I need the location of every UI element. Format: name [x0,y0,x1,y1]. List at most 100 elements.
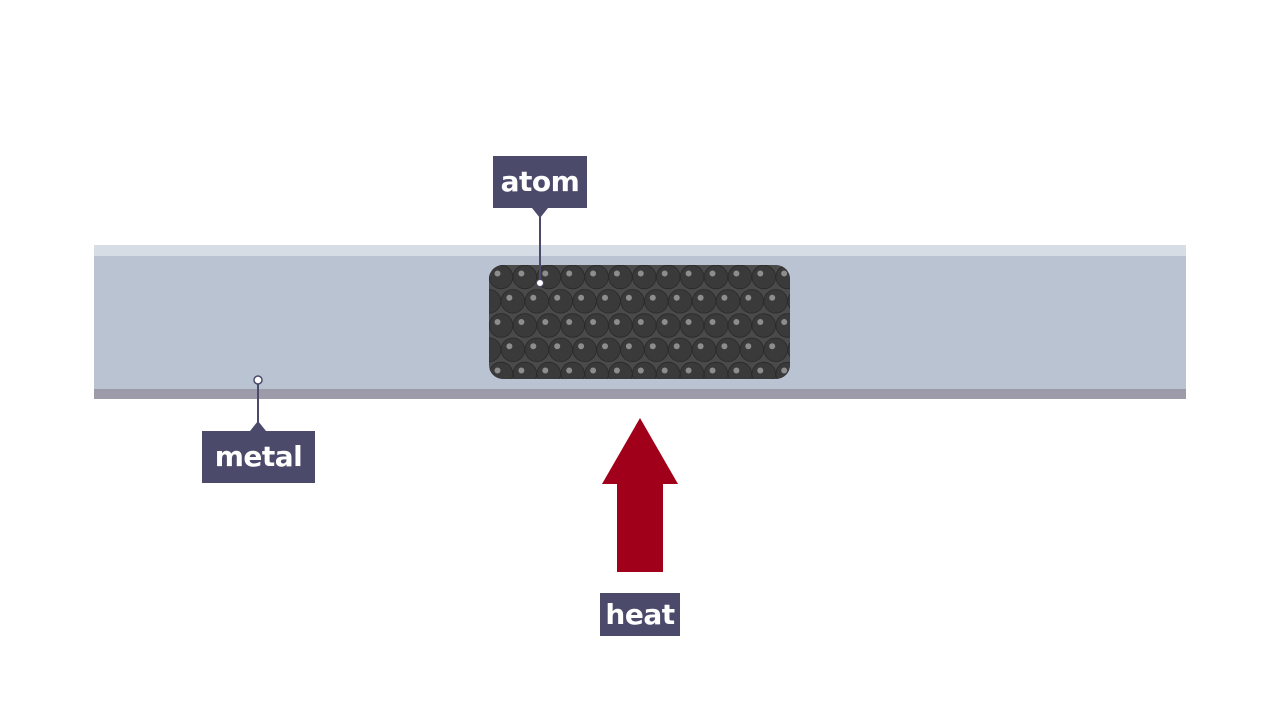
atom [751,265,777,290]
atom-highlight [542,367,549,374]
atom [572,289,597,314]
atom-highlight [721,343,728,350]
atom [703,265,729,290]
atom-label: atom [493,156,587,208]
metal-bar-bottom-edge [94,389,1186,399]
atom-highlight [542,270,549,277]
atom [691,289,717,314]
atom [512,265,538,290]
atom [703,313,729,338]
heat-arrow [602,418,678,572]
atom-highlight [733,319,740,325]
atom-highlight [697,343,704,350]
atom-highlight [494,319,501,325]
atom-highlight [566,319,573,325]
atom [489,313,514,338]
atom [632,313,657,338]
atom-highlight [578,294,585,301]
atom [560,313,585,338]
atom-highlight [781,367,788,374]
atom [608,313,633,338]
atom-highlight [554,343,561,350]
atom-highlight [685,270,692,277]
atom-highlight [518,319,525,325]
atom-highlight [745,343,752,350]
atom-highlight [661,367,668,374]
atom-highlight [530,343,537,350]
atom [775,313,790,338]
atom-highlight [602,343,608,350]
atom [620,337,645,363]
atom-highlight [781,319,788,325]
atom-highlight [518,367,525,374]
atom-highlight [613,270,620,277]
atom [787,289,790,314]
atom-highlight [494,367,501,374]
atom-highlight [625,294,632,301]
atom-highlight [578,343,585,350]
atom-highlight [661,319,668,325]
atom-highlight [590,319,597,325]
atom-label-tail [532,208,548,218]
atom-pointer-dot [536,279,544,287]
atom [524,337,550,363]
atom [656,313,681,338]
atom-highlight [637,319,644,325]
metal-bar-top-edge [94,245,1186,256]
atom-highlight [721,294,728,301]
atom [596,337,621,363]
atom [644,289,669,314]
atom [727,313,753,338]
atom [787,337,790,363]
atom-highlight [757,319,764,325]
atom [715,337,741,363]
atom-highlight [518,270,525,277]
atom-highlight [637,270,644,277]
atom-lattice [489,265,790,379]
atom-highlight [709,270,716,277]
atom-highlight [661,270,668,277]
heat-label: heat [600,593,680,636]
atom [668,337,693,363]
atom [739,289,765,314]
atom-highlight [685,319,692,325]
atom [620,289,645,314]
atom [739,337,765,363]
atom [548,289,573,314]
atom-highlight [697,294,704,301]
atom-highlight [709,319,716,325]
atom-highlight [733,270,740,277]
atom [536,313,562,338]
atom [584,265,609,290]
atom [727,265,753,290]
atom [584,313,609,338]
atom [679,313,705,338]
atom-highlight [709,367,716,374]
atom [751,313,777,338]
metal-pointer-dot [253,375,263,385]
atom [548,337,573,363]
atom-highlight [781,270,788,277]
atom-highlight [554,294,561,301]
atom-highlight [649,343,656,350]
atom-highlight [494,270,501,277]
atom-highlight [673,343,680,350]
atom-highlight [613,367,620,374]
atom-highlight [637,367,644,374]
atom-highlight [685,367,692,374]
atom [656,265,681,290]
atom [679,265,705,290]
atom [763,289,788,314]
atom [524,289,550,314]
atom [560,265,585,290]
atom [715,289,741,314]
atom-highlight [625,343,632,350]
atom [644,337,669,363]
atom-highlight [733,367,740,374]
atom [632,265,657,290]
atom-highlight [566,367,573,374]
atom-highlight [649,294,656,301]
atom-highlight [757,270,764,277]
